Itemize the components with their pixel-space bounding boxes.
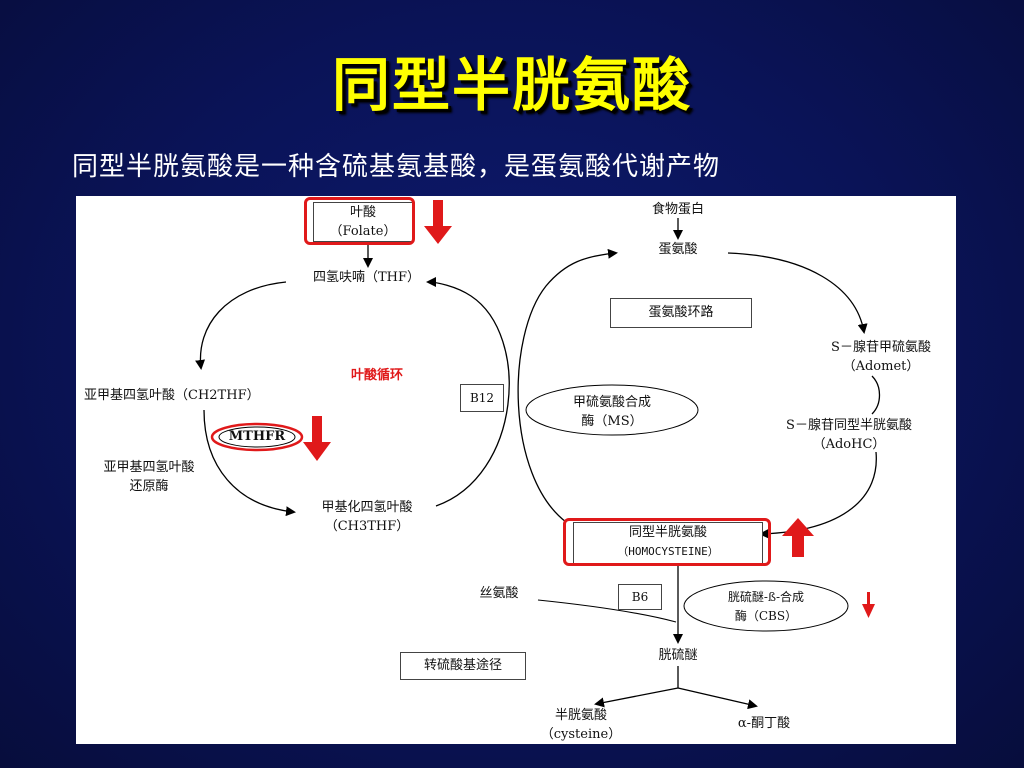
adohc-to-homocysteine-arc <box>759 451 877 539</box>
adomet-to-adohc-link <box>871 375 881 415</box>
transsulfuration-label: 转硫酸基途径 <box>423 658 502 673</box>
cbs-down-red-arrow <box>862 592 875 618</box>
homocysteine-line2: （HOMOCYSTEINE） <box>617 545 719 558</box>
b6-box: B6 <box>618 584 662 610</box>
ms-label: 甲硫氨酸合成 酶（MS） <box>546 393 678 431</box>
slide-subtitle: 同型半胱氨酸是一种含硫基氨基酸，是蛋氨酸代谢产物 <box>72 152 721 182</box>
mthfr-name-line2: 还原酶 <box>129 479 169 494</box>
mthfr-label: MTHFR <box>228 429 286 444</box>
methionine-label: 蛋氨酸 <box>658 242 698 257</box>
ch3thf-to-thf-arc <box>426 277 510 507</box>
homocysteine-to-methionine-arc <box>517 248 618 523</box>
folate-cycle-label: 叶酸循环 <box>350 368 403 383</box>
methionine-to-adomet-arc <box>727 252 868 334</box>
mthfr-name-line1: 亚甲基四氢叶酸 <box>103 460 195 475</box>
mthfr-name-label: 亚甲基四氢叶酸 还原酶 <box>84 458 214 496</box>
homocysteine-highlight <box>563 518 771 566</box>
thf-to-ch2thf-arc <box>195 281 287 370</box>
cystathionine-label: 胱硫醚 <box>658 648 698 663</box>
serine-label: 丝氨酸 <box>479 586 519 601</box>
cysteine-line1: 半胱氨酸 <box>554 708 607 723</box>
ch3thf-label: 甲基化四氢叶酸 （CH3THF） <box>302 498 432 536</box>
food-protein-label: 食物蛋白 <box>651 202 704 217</box>
ketobutyrate-label: α-酮丁酸 <box>737 716 791 731</box>
homocysteine-up-red-arrow <box>782 518 814 557</box>
cbs-ellipse <box>683 580 849 632</box>
cbs-line2: 酶（CBS） <box>734 609 798 623</box>
to-ketobutyrate-arrow <box>677 687 758 710</box>
mthfr-down-red-arrow <box>303 416 331 461</box>
b6-label: B6 <box>631 590 649 604</box>
ms-line1: 甲硫氨酸合成 <box>572 395 651 410</box>
ch3thf-line2: （CH3THF） <box>324 519 410 534</box>
folate-down-red-arrow <box>424 200 452 244</box>
cbs-line1: 胱硫醚-ß-合成 <box>727 590 805 604</box>
folate-highlight <box>304 197 415 245</box>
methionine-cycle-box: 蛋氨酸环路 <box>610 298 752 328</box>
folate-label: 叶酸 <box>349 205 376 220</box>
adohc-line1: S－腺苷同型半胱氨酸 <box>786 418 912 433</box>
adomet-line2: （Adomet） <box>842 359 920 374</box>
ch2thf-to-ch3thf-arc <box>203 409 296 517</box>
metabolism-diagram: 叶酸 （Folate） 四氢呋喃（THF） 亚甲基四氢叶酸（CH2THF） 叶酸… <box>76 196 956 744</box>
serine-curve <box>537 599 677 623</box>
ch2thf-label: 亚甲基四氢叶酸（CH2THF） <box>84 388 260 403</box>
ms-ellipse <box>525 384 699 436</box>
b12-box: B12 <box>460 384 504 412</box>
folate-box: 叶酸 （Folate） <box>313 202 413 242</box>
cysteine-label: 半胱氨酸 （cysteine） <box>526 706 636 744</box>
ms-line2: 酶（MS） <box>581 414 643 429</box>
methionine-cycle-label: 蛋氨酸环路 <box>648 305 714 320</box>
homocysteine-line1: 同型半胱氨酸 <box>628 525 707 540</box>
adohc-label: S－腺苷同型半胱氨酸 （AdoHC） <box>742 416 956 454</box>
b12-label: B12 <box>469 391 495 405</box>
diagram-arrows <box>195 200 881 710</box>
transsulfuration-box: 转硫酸基途径 <box>400 652 526 680</box>
cysteine-line2: （cysteine） <box>540 727 622 742</box>
to-cysteine-arrow <box>594 687 679 708</box>
mthfr-ellipse-inner <box>218 426 296 448</box>
adohc-line2: （AdoHC） <box>812 437 886 452</box>
adomet-label: S－腺苷甲硫氨酸 （Adomet） <box>806 338 956 376</box>
mthfr-ellipse-outer <box>210 422 304 452</box>
thf-label: 四氢呋喃（THF） <box>312 270 421 285</box>
slide-title: 同型半胱氨酸 <box>331 51 692 119</box>
ch3thf-line1: 甲基化四氢叶酸 <box>321 500 413 515</box>
cbs-label: 胱硫醚-ß-合成 酶（CBS） <box>698 588 834 626</box>
adomet-line1: S－腺苷甲硫氨酸 <box>831 340 931 355</box>
folate-subtitle: （Folate） <box>329 224 397 239</box>
